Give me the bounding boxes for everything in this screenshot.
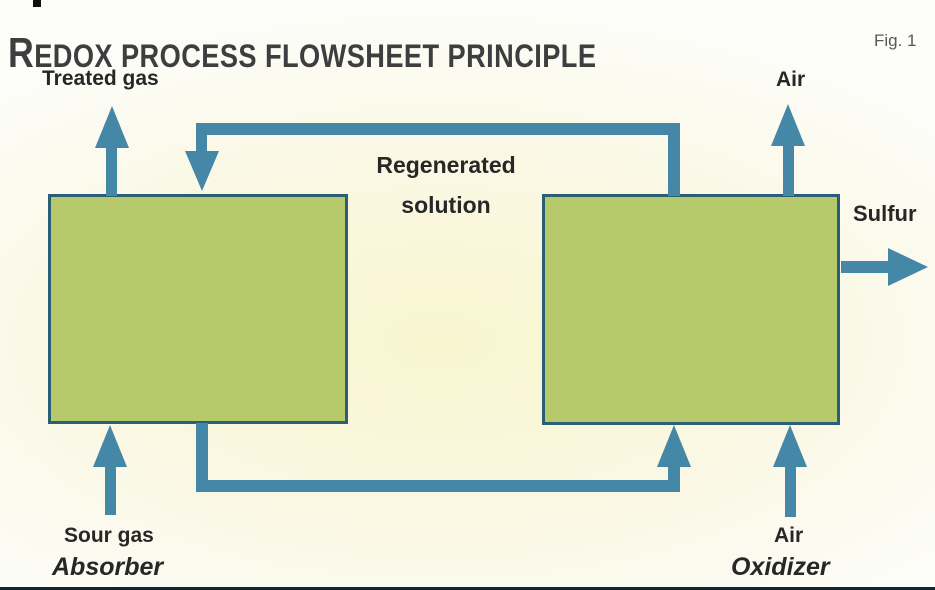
up-arrowhead-icon [771, 104, 805, 146]
regenerated-solution-label: Regenerated solution [346, 145, 546, 225]
solution-return-pipe-drop [196, 423, 208, 492]
regenerated-solution-pipe-riser [668, 123, 680, 196]
treated-gas-arrow-shaft [106, 144, 117, 196]
oxidizer-vessel [542, 194, 840, 425]
absorber-vessel [48, 194, 348, 424]
air-inlet-label: Air [774, 524, 804, 547]
regenerated-solution-label-line2: solution [401, 192, 491, 218]
figure-number: Fig. 1 [874, 31, 917, 50]
regenerated-solution-pipe-drop [196, 123, 207, 157]
title-rest-text: EDOX PROCESS FLOWSHEET PRINCIPLE [34, 38, 597, 75]
sulfur-label: Sulfur [853, 201, 917, 226]
down-arrowhead-icon [185, 151, 219, 191]
air-outlet-label: Air [776, 68, 806, 91]
sour-gas-label: Sour gas [64, 524, 154, 547]
right-arrowhead-icon [888, 248, 928, 286]
regenerated-solution-pipe-horizontal [196, 123, 680, 135]
sour-gas-arrow-shaft [105, 465, 116, 515]
up-arrowhead-icon [95, 106, 129, 148]
up-arrowhead-icon [657, 425, 691, 467]
treated-gas-label: Treated gas [42, 67, 159, 90]
regenerated-solution-label-line1: Regenerated [376, 152, 516, 178]
sulfur-arrow-shaft [841, 261, 893, 273]
absorber-name-label: Absorber [52, 553, 164, 581]
air-outlet-arrow-shaft [783, 144, 794, 196]
up-arrowhead-icon [93, 425, 127, 467]
solution-return-pipe-riser [668, 460, 680, 492]
figure-title: REDOX PROCESS FLOWSHEET PRINCIPLE [8, 29, 700, 77]
solution-return-pipe-horizontal [196, 480, 680, 492]
crop-artifact-mark [33, 0, 41, 7]
air-inlet-arrow-shaft [785, 465, 796, 517]
title-initial-letter: R [8, 29, 35, 77]
figure-bottom-rule [0, 587, 935, 590]
oxidizer-name-label: Oxidizer [731, 553, 830, 581]
up-arrowhead-icon [773, 425, 807, 467]
